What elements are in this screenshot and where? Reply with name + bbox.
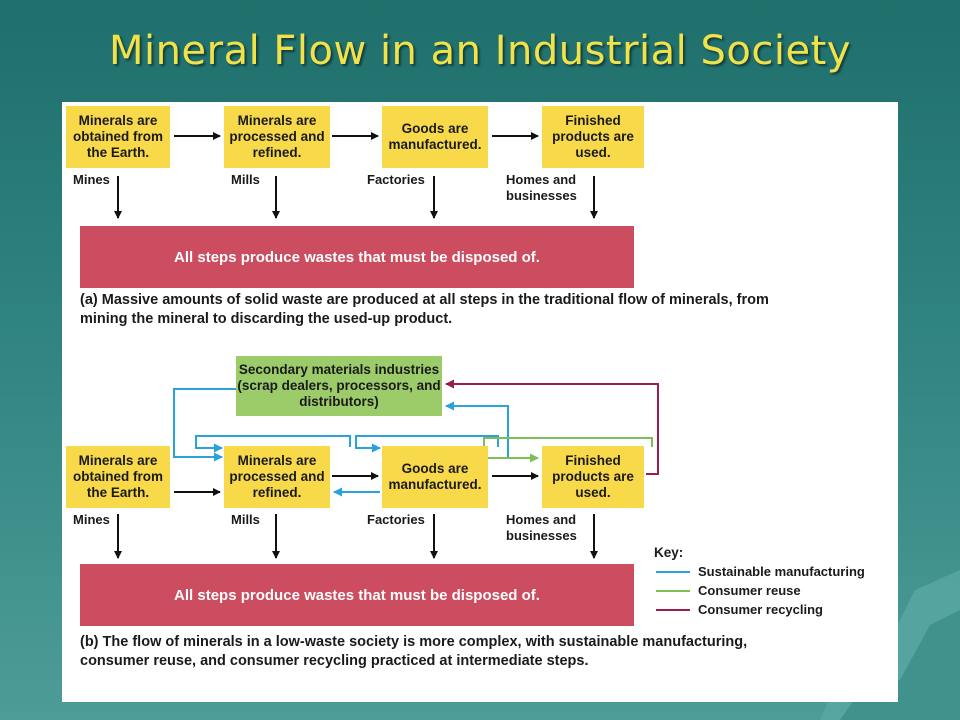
step-box-manufactured-b: Goods are manufactured.: [382, 446, 488, 508]
step-box-obtained: Minerals are obtained from the Earth.: [66, 106, 170, 168]
key-item-recycling: Consumer recycling: [698, 602, 823, 617]
recycling-products-to-secondary: [445, 379, 659, 475]
step-box-processed: Minerals are processed and refined.: [224, 106, 330, 168]
place-label-homes-b: Homes and businesses: [506, 512, 577, 543]
sustainable-mills-loop: [195, 435, 351, 453]
step-box-manufactured: Goods are manufactured.: [382, 106, 488, 168]
place-label-mills: Mills: [231, 172, 260, 187]
reuse-loop: [483, 437, 653, 463]
place-label-factories: Factories: [367, 172, 425, 187]
place-label-mills-b: Mills: [231, 512, 260, 527]
diagram-panel: Minerals are obtained from the Earth. Mi…: [62, 102, 898, 702]
place-label-mines-b: Mines: [73, 512, 110, 527]
step-box-used-b: Finished products are used.: [542, 446, 644, 508]
sustainable-goods-loop: [355, 435, 499, 453]
step-box-obtained-b: Minerals are obtained from the Earth.: [66, 446, 170, 508]
key-item-reuse: Consumer reuse: [698, 583, 801, 598]
waste-bar: All steps produce wastes that must be di…: [80, 226, 634, 288]
step-box-processed-b: Minerals are processed and refined.: [224, 446, 330, 508]
flow-arrows: [114, 132, 690, 611]
place-label-homes: Homes and businesses: [506, 172, 577, 203]
key-title: Key:: [654, 545, 684, 560]
place-label-mines: Mines: [73, 172, 110, 187]
caption-b: (b) The flow of minerals in a low-waste …: [80, 634, 748, 669]
place-label-factories-b: Factories: [367, 512, 425, 527]
slide-title: Mineral Flow in an Industrial Society: [109, 28, 851, 74]
secondary-materials-box: Secondary materials industries (scrap de…: [236, 356, 442, 416]
sustainable-secondary-to-mills: [173, 388, 236, 462]
caption-a: (a) Massive amounts of solid waste are p…: [80, 292, 769, 327]
waste-bar-b: All steps produce wastes that must be di…: [80, 564, 634, 626]
step-box-used: Finished products are used.: [542, 106, 644, 168]
key-item-sustainable: Sustainable manufacturing: [698, 564, 865, 579]
